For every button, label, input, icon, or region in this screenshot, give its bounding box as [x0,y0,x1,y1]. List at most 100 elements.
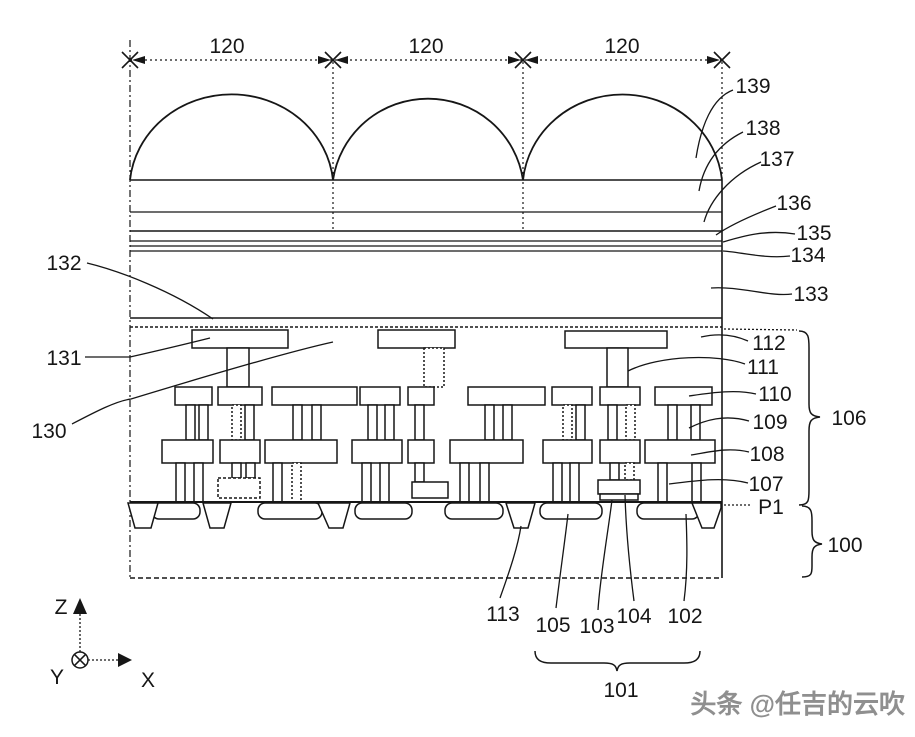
diffusion-region [636,502,700,520]
label-133: 133 [793,283,828,306]
wiring-pad [654,386,713,406]
diffusion-region [539,502,603,520]
via [367,404,378,441]
via [423,347,445,388]
contact [624,462,635,481]
contact [569,462,580,503]
contact [479,462,490,503]
y-axis-symbol [71,651,89,669]
leader-112 [700,334,749,342]
label-132: 132 [46,252,81,275]
wiring-pad [377,329,456,349]
contact [175,462,186,503]
label-138: 138 [745,117,780,140]
leader-136 [715,205,777,236]
contact [414,462,425,483]
wiring-pad [551,386,593,406]
via [562,404,573,441]
z-axis-arrowhead [73,598,87,614]
label-109: 109 [752,411,787,434]
z-axis-label: Z [55,596,68,619]
leader-135 [722,231,796,243]
wiring-pad [407,386,435,406]
isolation-trenches [127,502,722,529]
dimension-arrowheads [132,56,720,64]
wiring-pad [217,386,263,406]
label-111: 111 [747,356,779,379]
watermark: 头条 @任吉的云吹 [690,689,905,719]
via [244,404,255,441]
label-104: 104 [616,605,651,628]
leader-111 [627,356,746,372]
group-braces [534,330,823,672]
via [625,404,636,441]
via [502,404,513,441]
x-axis-label: X [141,669,155,692]
via [231,404,242,441]
label-102: 102 [667,605,702,628]
dimension-annotation [121,51,731,231]
label-134: 134 [790,244,825,267]
leader-130 [71,341,334,425]
leader-134 [722,250,791,258]
wiring-pad [467,386,546,406]
contact [459,462,470,503]
via [384,404,395,441]
leader-104 [624,494,635,602]
gate-insulator [599,493,639,501]
label-113: 113 [486,603,519,626]
leader-139 [695,89,734,159]
label-112: 112 [752,332,785,355]
contact [657,462,668,503]
microlens-layer [129,93,723,181]
leader-113 [499,525,522,599]
wiring-pad [351,439,403,464]
microlens-arc [129,93,334,181]
label-136: 136 [776,192,811,215]
leader-132 [86,262,214,320]
brace-100 [801,505,823,578]
wiring-pad [542,439,593,464]
leader-102 [683,513,688,602]
label-p1: P1 [758,496,784,519]
contact [361,462,372,503]
wiring-pad [359,386,401,406]
via [198,404,209,441]
label-130: 130 [31,420,66,443]
via [185,404,196,441]
leader-107 [668,478,749,485]
contact [609,462,620,481]
wiring-pad [174,386,213,406]
y-axis-symbol-cross [73,653,87,667]
contact [379,462,390,503]
x-axis-arrowhead [118,653,132,667]
label-137: 137 [759,148,794,171]
via [690,404,701,441]
dim-label-2: 120 [408,35,443,58]
leader-137 [703,161,762,223]
gate-pad [411,481,449,499]
label-100: 100 [827,534,862,557]
wiring-pad [449,439,524,464]
via [575,404,586,441]
wiring-pad [599,386,641,406]
isolation-trench [127,502,159,529]
gate-electrode [597,479,641,495]
gate-pad [217,477,261,499]
dimension-cross [514,51,532,69]
contact [245,462,256,479]
isolation-trench [316,502,351,529]
microlens-arc [522,93,723,181]
leader-133 [710,287,793,296]
label-105: 105 [535,614,570,637]
via [484,404,495,441]
label-131: 131 [46,347,81,370]
wiring-pad [161,439,214,464]
wiring-structure [161,329,716,503]
brace-connector-dotted [723,328,798,331]
layer-stack-lines [130,179,722,328]
labels: 120 120 120 139 138 137 136 135 134 133 … [31,35,866,702]
dim-label-3: 120 [604,35,639,58]
label-106: 106 [831,407,866,430]
